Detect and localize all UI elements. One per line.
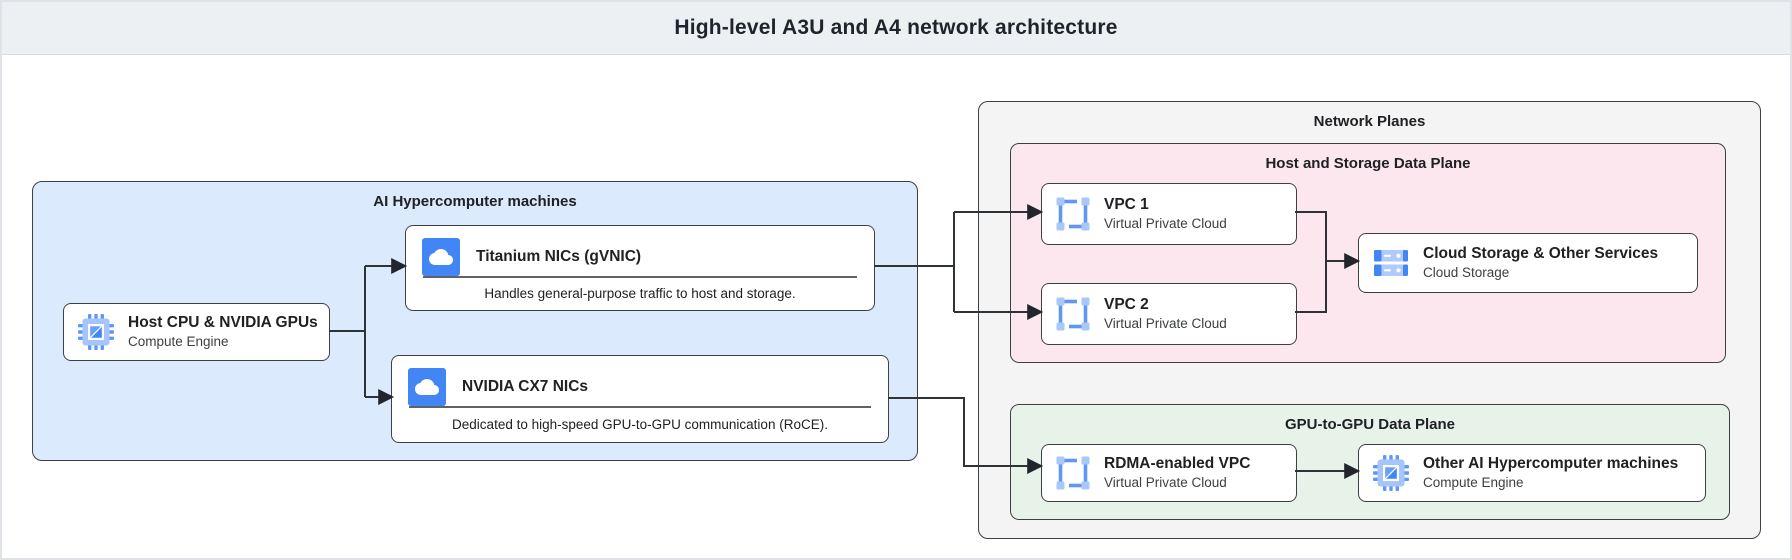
node-head: NVIDIA CX7 NICs [392,356,888,409]
plane-label: Host and Storage Data Plane [1265,155,1471,172]
node-vpc-2: VPC 2 Virtual Private Cloud [1041,283,1297,345]
compute-engine-chip-icon [1373,455,1409,491]
node-host-cpu-nvidia-gpus: Host CPU & NVIDIA GPUs Compute Engine [63,303,330,361]
node-subtitle: Compute Engine [1423,475,1524,491]
node-title: VPC 2 [1104,296,1149,314]
plane-host-and-storage: Host and Storage Data Plane VPC 1 [1010,143,1726,363]
node-subtitle: Cloud Storage [1423,265,1510,281]
node-text: Other AI Hypercomputer machines Compute … [1423,454,1678,492]
node-text: Host CPU & NVIDIA GPUs Compute Engine [128,313,318,351]
node-rdma-enabled-vpc: RDMA-enabled VPC Virtual Private Cloud [1041,444,1297,502]
header-bar: High-level A3U and A4 network architectu… [2,2,1790,55]
group-ai-machines-label: AI Hypercomputer machines [373,193,577,210]
plane-label: GPU-to-GPU Data Plane [1284,416,1456,433]
separator [409,406,871,408]
node-cloud-storage-other-services: Cloud Storage & Other Services Cloud Sto… [1358,233,1698,293]
vpc-icon [1056,297,1090,331]
node-description: Dedicated to high-speed GPU-to-GPU commu… [452,416,828,432]
group-ai-hypercomputer-machines: AI Hypercomputer machines [32,181,918,461]
node-vpc-1: VPC 1 Virtual Private Cloud [1041,183,1297,245]
cloud-nic-icon [408,368,446,406]
node-head: Titanium NICs (gVNIC) [406,226,874,279]
node-title: RDMA-enabled VPC [1104,455,1251,473]
separator [423,276,857,278]
node-text: RDMA-enabled VPC Virtual Private Cloud [1104,454,1250,492]
node-subtitle: Virtual Private Cloud [1104,475,1227,491]
plane-gpu-to-gpu: GPU-to-GPU Data Plane RDMA-enabled V [1010,404,1730,520]
node-subtitle: Virtual Private Cloud [1104,316,1227,332]
group-network-planes-label: Network Planes [1313,113,1426,130]
node-other-ai-hypercomputer-machines: Other AI Hypercomputer machines Compute … [1358,444,1706,502]
node-subtitle: Compute Engine [128,334,229,350]
group-network-planes: Network Planes Host and Storage Data Pla… [978,101,1761,539]
compute-engine-chip-icon [78,314,114,350]
node-title: Host CPU & NVIDIA GPUs [128,314,318,332]
node-title: Other AI Hypercomputer machines [1423,455,1679,473]
node-description: Handles general-purpose traffic to host … [484,285,796,301]
cloud-storage-icon [1373,249,1409,277]
node-text: Cloud Storage & Other Services Cloud Sto… [1423,244,1658,282]
node-title: Titanium NICs (gVNIC) [476,248,642,266]
vpc-icon [1056,456,1090,490]
node-subtitle: Virtual Private Cloud [1104,216,1227,232]
node-text: VPC 1 Virtual Private Cloud [1104,195,1227,233]
node-titanium-nics: Titanium NICs (gVNIC) Handles general-pu… [405,225,875,311]
node-nvidia-cx7-nics: NVIDIA CX7 NICs Dedicated to high-speed … [391,355,889,443]
node-title: Cloud Storage & Other Services [1423,245,1659,263]
vpc-icon [1056,197,1090,231]
node-text: VPC 2 Virtual Private Cloud [1104,295,1227,333]
page-title: High-level A3U and A4 network architectu… [674,16,1118,39]
cloud-nic-icon [422,238,460,276]
node-title: NVIDIA CX7 NICs [462,378,589,396]
node-title: VPC 1 [1104,196,1149,214]
